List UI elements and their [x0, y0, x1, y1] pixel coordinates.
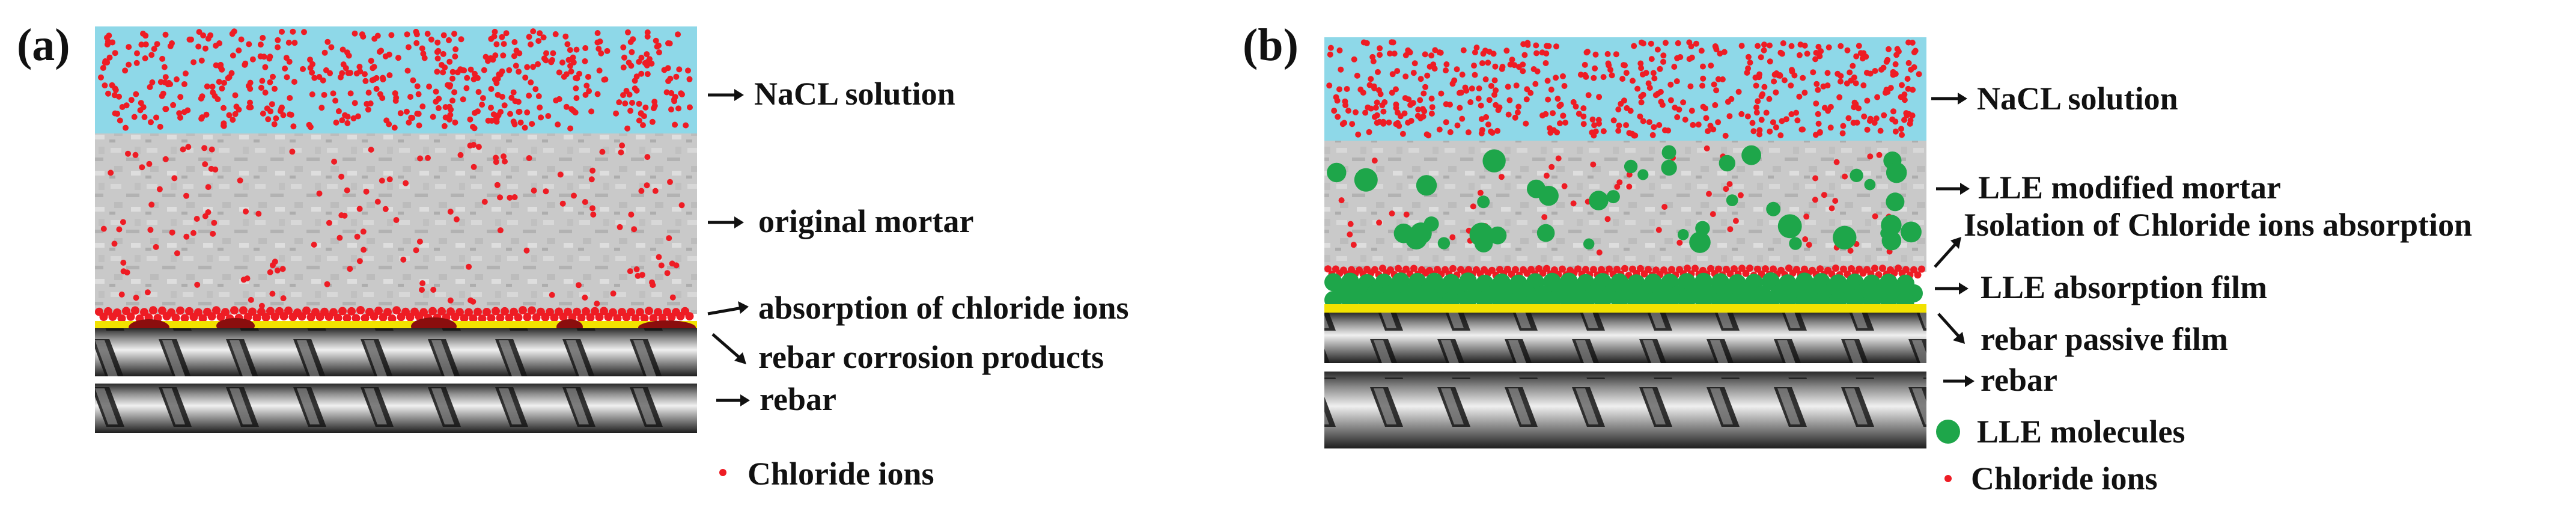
panel-b: (b) NaCL solution LLE modified mortar — [1243, 20, 2472, 497]
svg-text:original mortar: original mortar — [758, 203, 973, 239]
svg-text:NaCL solution: NaCL solution — [754, 76, 955, 112]
svg-text:rebar: rebar — [760, 381, 836, 417]
panel-b-label-solution: NaCL solution — [1931, 81, 2178, 117]
panel-b-mortar-layer — [1324, 141, 1926, 272]
svg-text:LLE modified mortar: LLE modified mortar — [1978, 170, 2281, 206]
panel-a-label-rebar: rebar — [716, 381, 836, 417]
panel-a-label-solution: NaCL solution — [708, 76, 955, 112]
svg-text:LLE molecules: LLE molecules — [1977, 414, 2185, 450]
panel-b-mortar-lle-molecules — [1327, 145, 1922, 253]
panel-b-label-isolation: Isolation of Chloride ions absorption — [1934, 207, 2472, 268]
svg-text:Chloride ions: Chloride ions — [1971, 460, 2158, 497]
svg-text:LLE absorption film: LLE absorption film — [1981, 269, 2267, 305]
panel-a-mortar-layer — [95, 133, 697, 314]
svg-text:rebar passive film: rebar passive film — [1981, 321, 2228, 357]
panel-b-label-rebar: rebar — [1943, 362, 2057, 398]
svg-text:Isolation of Chloride ions abs: Isolation of Chloride ions absorption — [1964, 207, 2472, 243]
panel-a-label: (a) — [17, 20, 70, 70]
panel-a-label-mortar: original mortar — [708, 203, 973, 239]
panel-a-label-corrosion: rebar corrosion products — [711, 333, 1104, 375]
panel-a-solution-chloride-dots — [98, 28, 693, 132]
panel-a-absorbed-chloride-row — [95, 306, 694, 323]
svg-text:absorption of chloride ions: absorption of chloride ions — [758, 290, 1129, 326]
svg-text:rebar: rebar — [1981, 362, 2057, 398]
panel-b-label-passive: rebar passive film — [1937, 313, 2228, 357]
panel-a: (a) NaCL solution — [17, 20, 1129, 492]
panel-a-rebar — [95, 328, 697, 433]
panel-b-rebar — [1324, 313, 1926, 448]
panel-b-legend-chloride: Chloride ions — [1944, 460, 2158, 497]
panel-b-label: (b) — [1243, 20, 1299, 70]
panel-b-solution-chloride-dots — [1326, 39, 1922, 139]
panel-a-mortar-chloride-dots — [100, 142, 685, 309]
svg-text:Chloride ions: Chloride ions — [748, 456, 934, 492]
panel-b-label-film: LLE absorption film — [1935, 269, 2267, 305]
panel-b-label-mortar: LLE modified mortar — [1936, 170, 2281, 206]
panel-b-yellow-passive-layer — [1324, 304, 1926, 313]
panel-b-legend-lle: LLE molecules — [1936, 414, 2185, 450]
panel-a-label-absorption: absorption of chloride ions — [707, 290, 1129, 326]
panel-a-legend-chloride: Chloride ions — [719, 456, 934, 492]
svg-text:NaCL solution: NaCL solution — [1977, 81, 2178, 117]
panel-a-yellow-layer — [95, 321, 697, 328]
svg-text:rebar corrosion products: rebar corrosion products — [758, 339, 1104, 375]
